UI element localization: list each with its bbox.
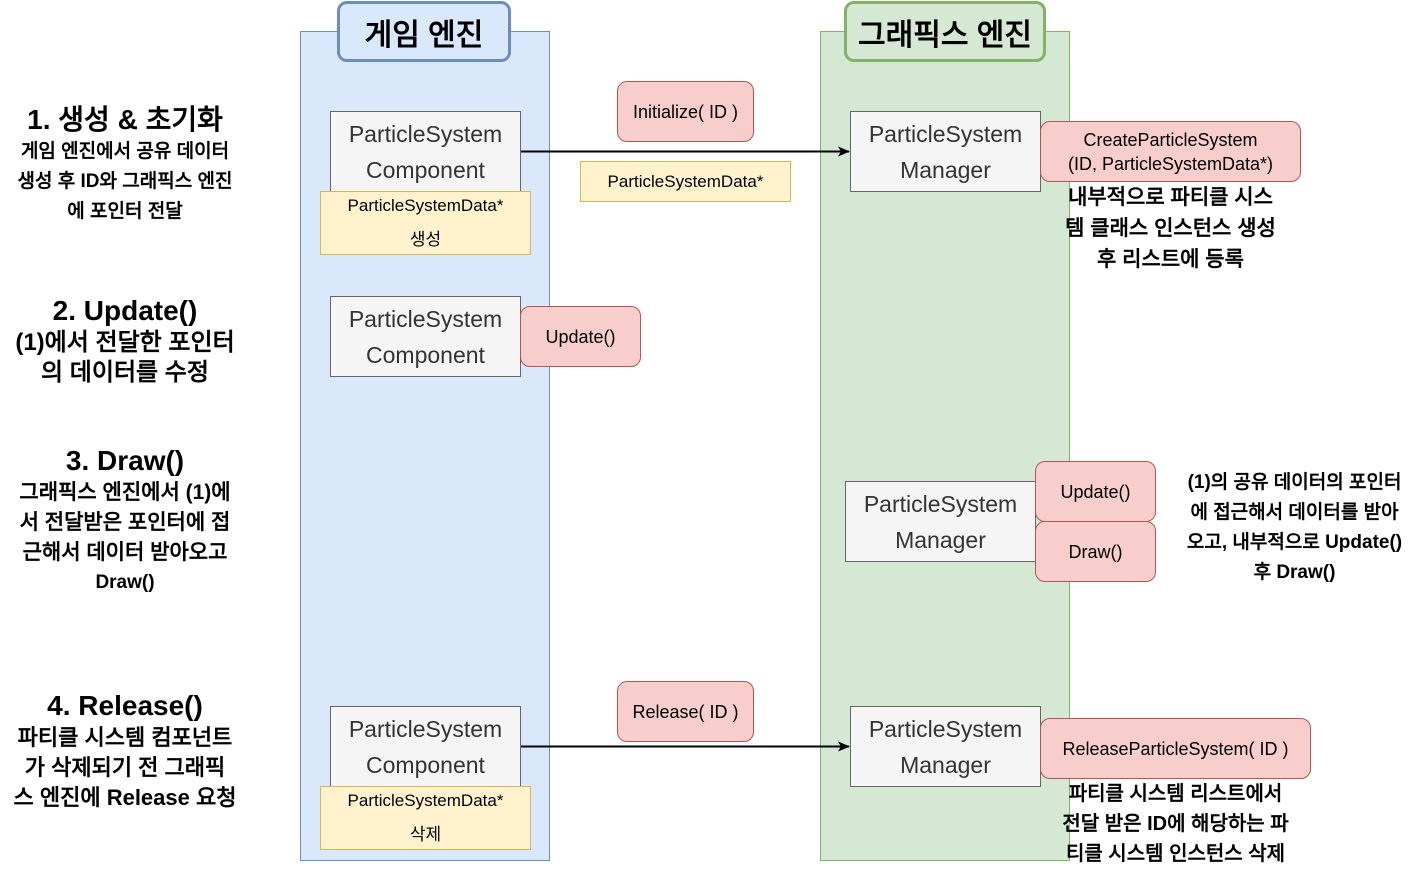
step-3-line: 근해서 데이터 받아오고 xyxy=(22,541,228,564)
step-3-line: 서 전달받은 포인터에 접 xyxy=(19,511,231,534)
description-line: 파티클 시스템 리스트에서 xyxy=(1068,783,1283,805)
step-3-draw: 3. Draw() 그래픽스 엔진에서 (1)에 서 전달받은 포인터에 접 근… xyxy=(0,444,250,598)
step-1-line: 에 포인터 전달 xyxy=(67,201,183,222)
step-2-heading: 2. Update() xyxy=(52,295,198,326)
particle-system-component-box: ParticleSystem Component xyxy=(330,111,521,192)
step-4-line: 가 삭제되기 전 그래픽 xyxy=(24,755,226,780)
step-2-line: 의 데이터를 수정 xyxy=(41,359,209,386)
message-label: (ID, ParticleSystemData*) xyxy=(1067,153,1274,174)
box-label: ParticleSystem xyxy=(863,490,1018,517)
release-description: 파티클 시스템 리스트에서 전달 받은 ID에 해당하는 파 티클 시스템 인스… xyxy=(1040,779,1311,869)
step-4-line: 스 엔진에 Release 요청 xyxy=(13,785,237,810)
message-label: Update() xyxy=(545,326,616,347)
step-1-line: 게임 엔진에서 공유 데이터 xyxy=(20,141,230,162)
message-label: Update() xyxy=(1060,481,1131,502)
particle-system-manager-box: ParticleSystem Manager xyxy=(845,481,1036,562)
step-4-release: 4. Release() 파티클 시스템 컴포넌트 가 삭제되기 전 그래픽 스… xyxy=(0,689,250,813)
note-label: ParticleSystemData* xyxy=(607,171,764,191)
box-label: Manager xyxy=(895,526,986,553)
particle-system-component-box: ParticleSystem Component xyxy=(330,296,521,377)
box-label: ParticleSystem xyxy=(868,120,1023,147)
release-particle-system-message: ReleaseParticleSystem( ID ) xyxy=(1040,718,1311,779)
box-label: Component xyxy=(366,341,485,368)
manager-draw-message: Draw() xyxy=(1035,521,1156,582)
message-label: Release( ID ) xyxy=(632,701,739,722)
description-line: 에 접근해서 데이터를 받아 xyxy=(1190,502,1399,523)
box-label: Manager xyxy=(900,751,991,778)
step-3-line: 그래픽스 엔진에서 (1)에 xyxy=(19,481,231,504)
data-create-note: ParticleSystemData* 생성 xyxy=(320,191,531,255)
note-label: 삭제 xyxy=(409,825,442,844)
description-line: 내부적으로 파티클 시스 xyxy=(1068,186,1273,209)
description-line: 템 클래스 인스턴스 생성 xyxy=(1065,217,1276,240)
passed-data-note: ParticleSystemData* xyxy=(580,161,791,202)
box-label: ParticleSystem xyxy=(348,305,503,332)
message-label: ReleaseParticleSystem( ID ) xyxy=(1062,738,1289,759)
step-1-line: 생성 후 ID와 그래픽스 엔진 xyxy=(17,171,233,192)
note-label: ParticleSystemData* xyxy=(347,791,504,810)
description-line: (1)의 공유 데이터의 포인터 xyxy=(1187,472,1402,493)
box-label: ParticleSystem xyxy=(868,715,1023,742)
message-label: Draw() xyxy=(1068,541,1123,562)
particle-system-manager-box: ParticleSystem Manager xyxy=(850,111,1041,192)
note-label: 생성 xyxy=(409,230,442,249)
graphics-engine-title: 그래픽스 엔진 xyxy=(844,1,1046,62)
step-4-line: 파티클 시스템 컴포넌트 xyxy=(17,725,233,750)
box-label: ParticleSystem xyxy=(348,120,503,147)
step-4-heading: 4. Release() xyxy=(47,690,203,721)
description-line: 티클 시스템 인스턴스 삭제 xyxy=(1065,843,1286,865)
game-engine-title: 게임 엔진 xyxy=(337,1,511,62)
step-1-heading: 1. 생성 & 초기화 xyxy=(27,104,223,135)
message-label: Initialize( ID ) xyxy=(632,101,739,122)
step-3-line: Draw() xyxy=(95,572,155,593)
box-label: ParticleSystem xyxy=(348,715,503,742)
box-label: Manager xyxy=(900,156,991,183)
initialize-message: Initialize( ID ) xyxy=(617,81,754,142)
create-particle-system-message: CreateParticleSystem (ID, ParticleSystem… xyxy=(1040,121,1301,182)
description-line: 전달 받은 ID에 해당하는 파 xyxy=(1062,813,1289,835)
particle-system-manager-box: ParticleSystem Manager xyxy=(850,706,1041,787)
box-label: Component xyxy=(366,156,485,183)
step-3-heading: 3. Draw() xyxy=(65,445,185,476)
box-label: Component xyxy=(366,751,485,778)
description-line: 후 리스트에 등록 xyxy=(1097,248,1244,271)
create-description: 내부적으로 파티클 시스 템 클래스 인스턴스 생성 후 리스트에 등록 xyxy=(1040,182,1301,275)
release-message: Release( ID ) xyxy=(617,681,754,742)
data-delete-note: ParticleSystemData* 삭제 xyxy=(320,786,531,850)
message-label: CreateParticleSystem xyxy=(1083,129,1258,150)
step-2-update: 2. Update() (1)에서 전달한 포인터 의 데이터를 수정 xyxy=(0,294,250,388)
note-label: ParticleSystemData* xyxy=(347,196,504,215)
description-line: 후 Draw() xyxy=(1253,562,1336,583)
particle-system-component-box: ParticleSystem Component xyxy=(330,706,521,787)
manager-update-message: Update() xyxy=(1035,461,1156,522)
step-1-create-init: 1. 생성 & 초기화 게임 엔진에서 공유 데이터 생성 후 ID와 그래픽스… xyxy=(0,103,250,227)
description-line: 오고, 내부적으로 Update() xyxy=(1186,532,1403,553)
draw-description: (1)의 공유 데이터의 포인터 에 접근해서 데이터를 받아 오고, 내부적으… xyxy=(1170,468,1419,588)
component-update-message: Update() xyxy=(520,306,641,367)
step-2-line: (1)에서 전달한 포인터 xyxy=(15,329,235,356)
